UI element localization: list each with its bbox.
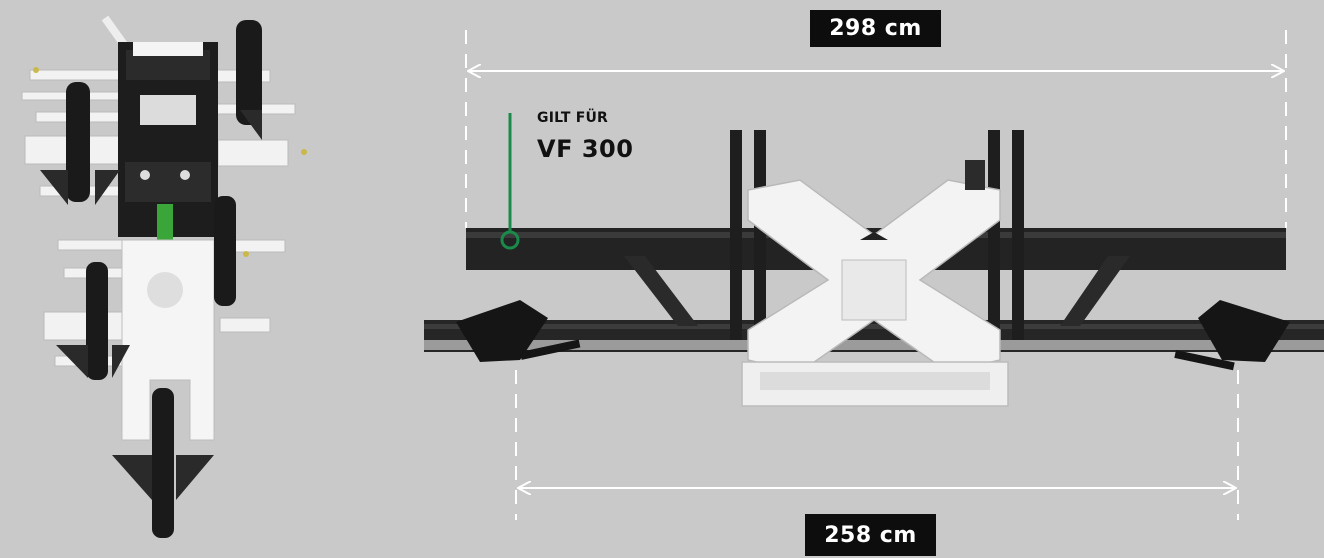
note-marker xyxy=(500,113,520,250)
note-applies-to: GILT FÜR xyxy=(537,110,609,126)
note-model: VF 300 xyxy=(537,135,634,163)
inner-width-label: 258 cm xyxy=(805,514,936,556)
dimension-inner xyxy=(515,370,1239,520)
machine-top-view xyxy=(21,15,307,538)
dimension-overall xyxy=(465,30,1287,228)
machine-front-view xyxy=(424,130,1324,407)
overall-width-label: 298 cm xyxy=(810,10,941,47)
